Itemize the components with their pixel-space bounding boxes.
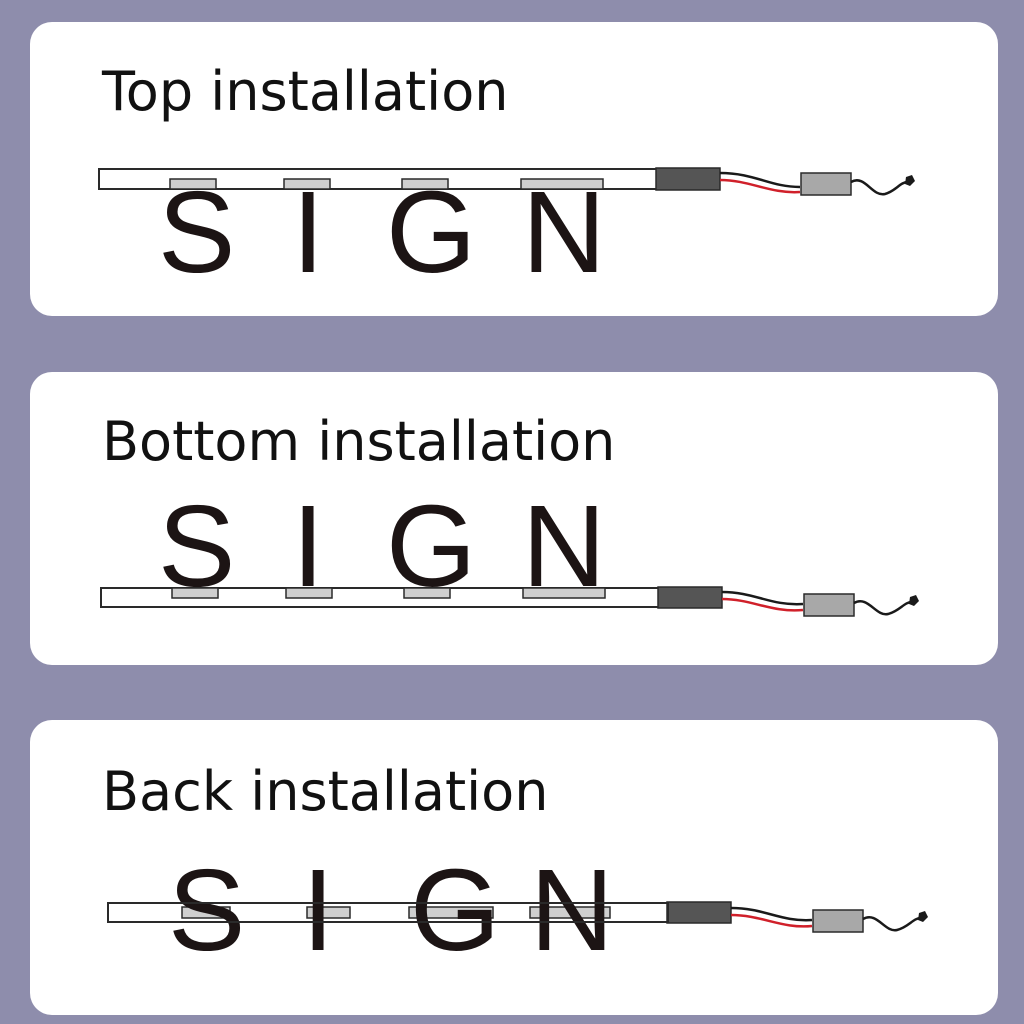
end-cap-icon [666, 901, 732, 924]
svg-text:G: G [410, 845, 500, 975]
driver-box-icon [800, 172, 852, 196]
panel-title: Top installation [102, 60, 509, 123]
svg-text:S: S [168, 845, 245, 975]
svg-text:I: I [302, 845, 334, 975]
plug-icon [918, 911, 928, 922]
top-installation-diagram: S I G N [98, 167, 915, 297]
panel-title: Back installation [102, 760, 549, 823]
power-cable-icon [721, 590, 919, 617]
panel-back-installation: Back installation S I G N [30, 720, 998, 1015]
power-cable-icon [719, 171, 915, 196]
led-strip [98, 167, 721, 191]
sign-letters: S I G N [168, 845, 614, 975]
end-cap-icon [657, 586, 723, 609]
panel-title: Bottom installation [102, 410, 616, 473]
driver-box-icon [812, 909, 864, 933]
end-cap-icon [655, 167, 721, 191]
panel-bottom-installation: Bottom installation S I G N [30, 372, 998, 665]
driver-box-icon [803, 593, 855, 617]
power-cable-icon [730, 906, 928, 933]
plug-icon [905, 175, 915, 186]
bottom-installation-diagram: S I G N [100, 481, 919, 617]
plug-icon [909, 595, 919, 606]
back-installation-diagram: S I G N [107, 845, 928, 975]
svg-text:N: N [530, 845, 614, 975]
led-strip [100, 586, 723, 609]
panel-top-installation: Top installation S I G N [30, 22, 998, 316]
